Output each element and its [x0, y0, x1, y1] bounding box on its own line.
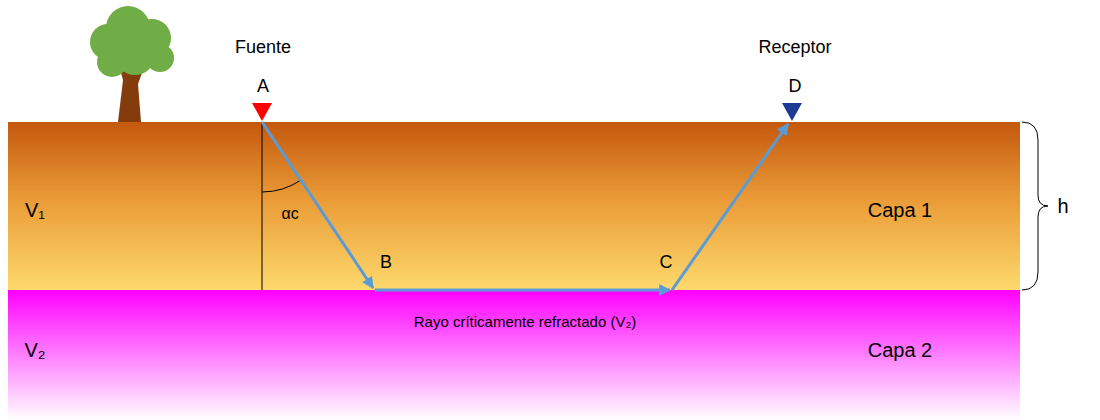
- velocity-label: V₁: [25, 199, 45, 222]
- source-triangle: [252, 103, 272, 121]
- point-label: B: [380, 252, 392, 273]
- receiver-triangle: [782, 103, 802, 121]
- layer-1-band: [8, 122, 1020, 290]
- angle-arc: [262, 180, 301, 192]
- velocity-label: V₂: [24, 339, 45, 362]
- layer-name: Capa 2: [868, 339, 933, 362]
- layer-name: Capa 1: [868, 199, 933, 222]
- source-label: Fuente: [235, 37, 291, 58]
- ray-caption: Rayo críticamente refractado (V₂): [414, 313, 637, 330]
- point-label: C: [660, 252, 673, 273]
- thickness-bracket: [1022, 122, 1048, 290]
- layer-2-band: [8, 290, 1020, 420]
- normal-line: [262, 122, 263, 290]
- layer-band: V₁ Capa 1: [8, 122, 1020, 290]
- angle-label: αc: [281, 205, 298, 223]
- layer-band: V₂ Rayo críticamente refractado (V₂) Capa …: [8, 290, 1020, 420]
- receiver-label: Receptor: [758, 37, 831, 58]
- point-label: A: [257, 76, 269, 97]
- point-label: D: [789, 76, 802, 97]
- tree: [90, 6, 174, 122]
- thickness-label: h: [1057, 195, 1068, 218]
- ray-path: [262, 122, 788, 290]
